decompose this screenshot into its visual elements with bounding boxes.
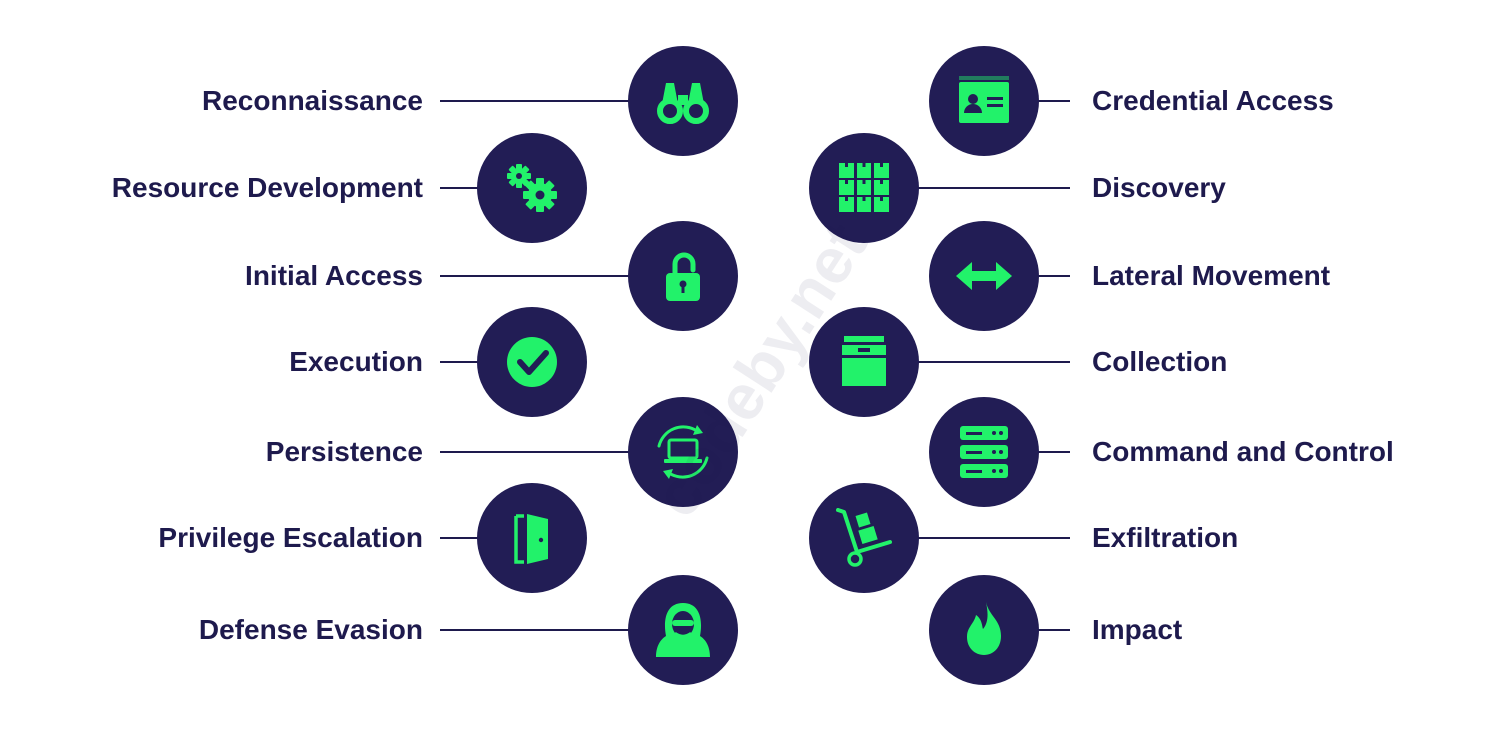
tactic-label-exfiltration: Exfiltration bbox=[1092, 522, 1239, 553]
id-card-icon bbox=[959, 76, 1009, 123]
boxes-grid-icon bbox=[839, 163, 889, 212]
icon-circle bbox=[929, 46, 1039, 156]
tactic-label-collection: Collection bbox=[1092, 346, 1228, 377]
tactic-label-credential-access: Credential Access bbox=[1092, 85, 1334, 116]
circle-background bbox=[628, 397, 738, 507]
icon-circle bbox=[929, 397, 1039, 507]
tactic-label-reconnaissance: Reconnaissance bbox=[202, 85, 423, 116]
icon-circle bbox=[477, 133, 587, 243]
tactic-label-lateral-movement: Lateral Movement bbox=[1092, 260, 1331, 291]
tactic-label-impact: Impact bbox=[1092, 614, 1183, 645]
tactic-label-persistence: Persistence bbox=[265, 436, 423, 467]
icon-circle bbox=[477, 307, 587, 417]
icon-circle bbox=[809, 483, 919, 593]
tactic-label-discovery: Discovery bbox=[1092, 172, 1226, 203]
icon-nodes bbox=[477, 46, 1039, 685]
icon-circle bbox=[628, 221, 738, 331]
icon-circle bbox=[628, 575, 738, 685]
checkmark-icon bbox=[507, 337, 557, 387]
icon-circle bbox=[809, 307, 919, 417]
tactic-label-execution: Execution bbox=[289, 346, 423, 377]
tactic-label-defense-evasion: Defense Evasion bbox=[198, 614, 423, 645]
server-rack-icon bbox=[960, 426, 1008, 478]
icon-circle bbox=[929, 221, 1039, 331]
icon-circle bbox=[929, 575, 1039, 685]
icon-circle bbox=[477, 483, 587, 593]
icon-circle bbox=[628, 46, 738, 156]
tactic-label-initial-access: Initial Access bbox=[245, 260, 423, 291]
tactic-label-privilege-escalation: Privilege Escalation bbox=[158, 522, 423, 553]
tactic-label-command-and-control: Command and Control bbox=[1092, 436, 1394, 467]
icon-circle bbox=[809, 133, 919, 243]
tactic-label-resource-development: Resource Development bbox=[111, 172, 423, 203]
icon-circle bbox=[628, 397, 738, 507]
